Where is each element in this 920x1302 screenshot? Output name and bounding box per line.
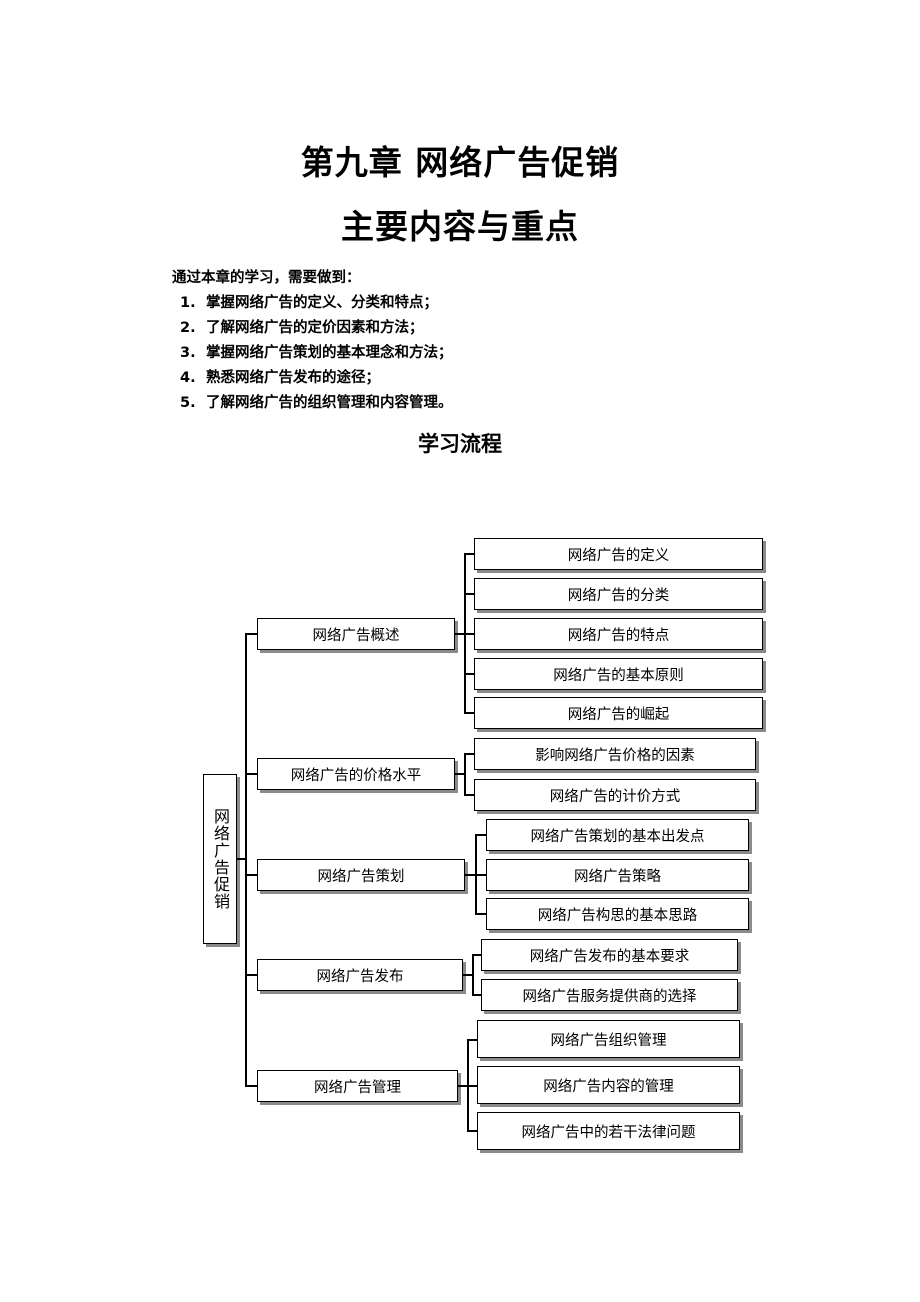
connector-line [245, 633, 258, 635]
connector-line [463, 974, 473, 976]
connector-trunk [245, 633, 247, 1086]
connector-line [464, 553, 475, 555]
leaf-label: 网络广告的特点 [567, 627, 670, 644]
connector-line [237, 858, 246, 860]
objective-item: 5. 了解网络广告的组织管理和内容管理。 [180, 391, 453, 412]
leaf-label: 网络广告组织管理 [550, 1032, 667, 1049]
leaf-label: 网络广告的分类 [567, 587, 670, 604]
connector-line [464, 633, 475, 635]
leaf-label: 网络广告构思的基本思路 [537, 907, 698, 924]
leaf-node: 影响网络广告价格的因素 [474, 738, 756, 770]
branch-label: 网络广告发布 [316, 968, 404, 985]
chapter-title: 第九章 网络广告促销 [300, 143, 620, 182]
root-label: 网络广告促销 [211, 808, 230, 910]
connector-line [475, 913, 487, 915]
branch-label: 网络广告策划 [317, 868, 405, 885]
objective-item: 4. 熟悉网络广告发布的途径； [180, 366, 380, 387]
leaf-node: 网络广告的崛起 [474, 697, 763, 729]
leaf-node: 网络广告的分类 [474, 578, 763, 610]
leaf-label: 网络广告的计价方式 [549, 788, 681, 805]
connector-line [464, 673, 475, 675]
connector-line [475, 874, 487, 876]
objective-text: 掌握网络广告策划的基本理念和方法； [206, 345, 453, 361]
leaf-node: 网络广告策划的基本出发点 [486, 819, 749, 851]
objective-number: 2. [180, 320, 196, 336]
branch-label: 网络广告概述 [312, 627, 400, 644]
objective-item: 1. 掌握网络广告的定义、分类和特点； [180, 291, 438, 312]
connector-line [455, 773, 465, 775]
leaf-node: 网络广告的特点 [474, 618, 763, 650]
objective-text: 熟悉网络广告发布的途径； [206, 370, 380, 386]
branch-node: 网络广告概述 [257, 618, 455, 650]
connector-line [467, 1039, 478, 1041]
leaf-node: 网络广告的定义 [474, 538, 763, 570]
flow-title: 学习流程 [418, 432, 502, 456]
connector-line [464, 794, 475, 796]
branch-node: 网络广告管理 [257, 1070, 458, 1102]
leaf-node: 网络广告内容的管理 [477, 1066, 740, 1104]
leaf-node: 网络广告服务提供商的选择 [481, 979, 738, 1011]
leaf-node: 网络广告构思的基本思路 [486, 898, 749, 930]
leaf-label: 网络广告的崛起 [567, 706, 670, 723]
connector-line [467, 1130, 478, 1132]
leaf-label: 影响网络广告价格的因素 [535, 747, 695, 764]
objective-number: 4. [180, 370, 196, 386]
leaf-label: 网络广告发布的基本要求 [529, 948, 690, 965]
objective-item: 2. 了解网络广告的定价因素和方法； [180, 316, 424, 337]
leaf-label: 网络广告的定义 [567, 547, 670, 564]
branch-node: 网络广告策划 [257, 859, 465, 891]
intro-text: 通过本章的学习，需要做到： [172, 270, 361, 286]
leaf-label: 网络广告的基本原则 [553, 667, 684, 684]
objective-number: 5. [180, 395, 196, 411]
connector-line [472, 954, 482, 956]
leaf-label: 网络广告策略 [574, 868, 661, 885]
leaf-node: 网络广告的基本原则 [474, 658, 763, 690]
objective-number: 3. [180, 345, 196, 361]
connector-line [464, 593, 475, 595]
leaf-label: 网络广告内容的管理 [543, 1078, 674, 1095]
connector-line [458, 1085, 468, 1087]
leaf-node: 网络广告的计价方式 [474, 779, 756, 811]
objective-text: 掌握网络广告的定义、分类和特点； [206, 295, 438, 311]
section-title: 主要内容与重点 [341, 207, 579, 246]
connector-line [245, 773, 258, 775]
leaf-node: 网络广告组织管理 [477, 1020, 740, 1058]
connector-line [245, 1085, 258, 1087]
leaf-node: 网络广告策略 [486, 859, 749, 891]
connector-bracket [472, 954, 474, 996]
branch-node: 网络广告的价格水平 [257, 758, 455, 790]
connector-line [245, 874, 258, 876]
objective-item: 3. 掌握网络广告策划的基本理念和方法； [180, 341, 453, 362]
connector-line [465, 874, 476, 876]
connector-line [472, 994, 482, 996]
connector-line [455, 633, 465, 635]
connector-line [467, 1085, 478, 1087]
leaf-label: 网络广告策划的基本出发点 [530, 828, 705, 845]
branch-label: 网络广告管理 [314, 1079, 401, 1096]
branch-node: 网络广告发布 [257, 959, 463, 991]
leaf-node: 网络广告发布的基本要求 [481, 939, 738, 971]
objective-number: 1. [180, 295, 196, 311]
root-node: 网络广告促销 [203, 774, 237, 944]
leaf-label: 网络广告中的若干法律问题 [521, 1124, 696, 1141]
leaf-label: 网络广告服务提供商的选择 [522, 988, 697, 1005]
objective-text: 了解网络广告的定价因素和方法； [206, 320, 424, 336]
branch-label: 网络广告的价格水平 [290, 767, 422, 784]
leaf-node: 网络广告中的若干法律问题 [477, 1112, 740, 1150]
connector-line [464, 753, 475, 755]
connector-line [475, 834, 487, 836]
connector-bracket [464, 753, 466, 796]
connector-line [245, 974, 258, 976]
connector-line [464, 712, 475, 714]
objective-text: 了解网络广告的组织管理和内容管理。 [206, 395, 453, 411]
